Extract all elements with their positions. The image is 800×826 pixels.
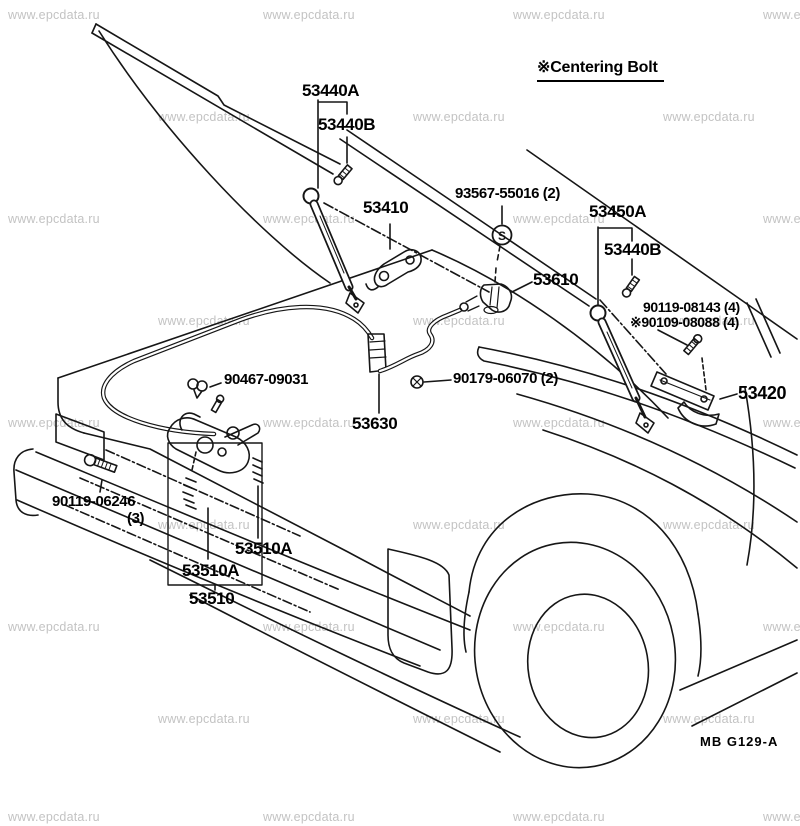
part-label-53630: 53630 — [352, 414, 398, 433]
watermark: www.epcdata.ru — [663, 110, 755, 124]
watermark: www.epcdata.ru — [513, 8, 605, 22]
wheelhouse-inner — [387, 548, 453, 675]
centering-bolt-note: ※Centering Bolt — [537, 57, 664, 82]
hood-hinge — [599, 299, 738, 427]
part-label-93567-55016: 93567-55016 (2) — [455, 185, 560, 202]
watermark: www.epcdata.ru — [513, 620, 605, 634]
part-label-53510: 53510 — [189, 589, 235, 608]
hood-support-bracket — [365, 223, 422, 291]
part-label-53440a: 53440A — [302, 81, 360, 100]
bumper — [13, 448, 798, 753]
s-symbol-letter: S — [498, 229, 506, 243]
watermark: www.epcdata.ru — [263, 620, 355, 634]
watermark: www.epcdata.ru — [663, 518, 755, 532]
hood-lock-assembly — [166, 394, 264, 591]
drawing-code: MB G129-A — [700, 734, 779, 749]
watermark: www.epcdata.ru — [763, 416, 800, 430]
part-label-53440b-right: 53440B — [604, 240, 662, 259]
watermark: www.epcdata.ru — [263, 212, 355, 226]
watermark: www.epcdata.ru — [158, 712, 250, 726]
part-label-90119-06246: 90119-06246 — [52, 493, 136, 510]
watermark: www.epcdata.ru — [8, 810, 100, 824]
part-label-90119-08143: 90119-08143 (4) — [643, 299, 740, 315]
watermark: www.epcdata.ru — [8, 212, 100, 226]
lock-control-cable — [100, 295, 480, 437]
watermark: www.epcdata.ru — [8, 416, 100, 430]
cowl-line — [526, 149, 798, 358]
watermark: www.epcdata.ru — [8, 620, 100, 634]
wheel — [473, 541, 677, 769]
part-label-53610: 53610 — [533, 270, 579, 289]
watermark: www.epcdata.ru — [763, 212, 800, 226]
watermark: www.epcdata.ru — [513, 212, 605, 226]
watermark: www.epcdata.ru — [763, 620, 800, 634]
watermark: www.epcdata.ru — [263, 8, 355, 22]
watermark: www.epcdata.ru — [663, 712, 755, 726]
hood-panel — [91, 23, 341, 284]
watermark: www.epcdata.ru — [763, 810, 800, 824]
part-label-53420: 53420 — [738, 383, 787, 403]
watermark: www.epcdata.ru — [763, 8, 800, 22]
part-label-90119-06246-qty: (3) — [127, 510, 145, 527]
watermark: www.epcdata.ru — [263, 810, 355, 824]
hood-support-left — [302, 99, 365, 314]
watermark: www.epcdata.ru — [413, 712, 505, 726]
part-label-53440b-left: 53440B — [318, 115, 376, 134]
bolt-90119-06246 — [83, 453, 118, 493]
part-label-90179-06070: 90179-06070 (2) — [453, 370, 558, 387]
watermark: www.epcdata.ru — [663, 314, 755, 328]
part-label-90109-08088: ※90109-08088 (4) — [630, 314, 739, 330]
part-label-53510a-1: 53510A — [235, 539, 293, 558]
part-label-53450a: 53450A — [589, 202, 647, 221]
hood-clamp-53610 — [479, 281, 533, 315]
watermark: www.epcdata.ru — [513, 810, 605, 824]
part-label-53410: 53410 — [363, 198, 409, 217]
part-label-90467-09031: 90467-09031 — [224, 371, 309, 388]
centering-bolt-symbol: S — [491, 205, 513, 283]
bolt-90179 — [410, 375, 452, 389]
hood-support-right — [589, 226, 655, 434]
watermark: www.epcdata.ru — [413, 314, 505, 328]
cable-clip — [187, 378, 222, 399]
watermark: www.epcdata.ru — [8, 8, 100, 22]
watermark: www.epcdata.ru — [158, 110, 250, 124]
watermark: www.epcdata.ru — [513, 416, 605, 430]
hood-rear-edge — [339, 129, 597, 307]
watermark: www.epcdata.ru — [413, 518, 505, 532]
watermark: www.epcdata.ru — [263, 416, 355, 430]
part-label-53510a-2: 53510A — [182, 561, 240, 580]
watermark: www.epcdata.ru — [413, 110, 505, 124]
